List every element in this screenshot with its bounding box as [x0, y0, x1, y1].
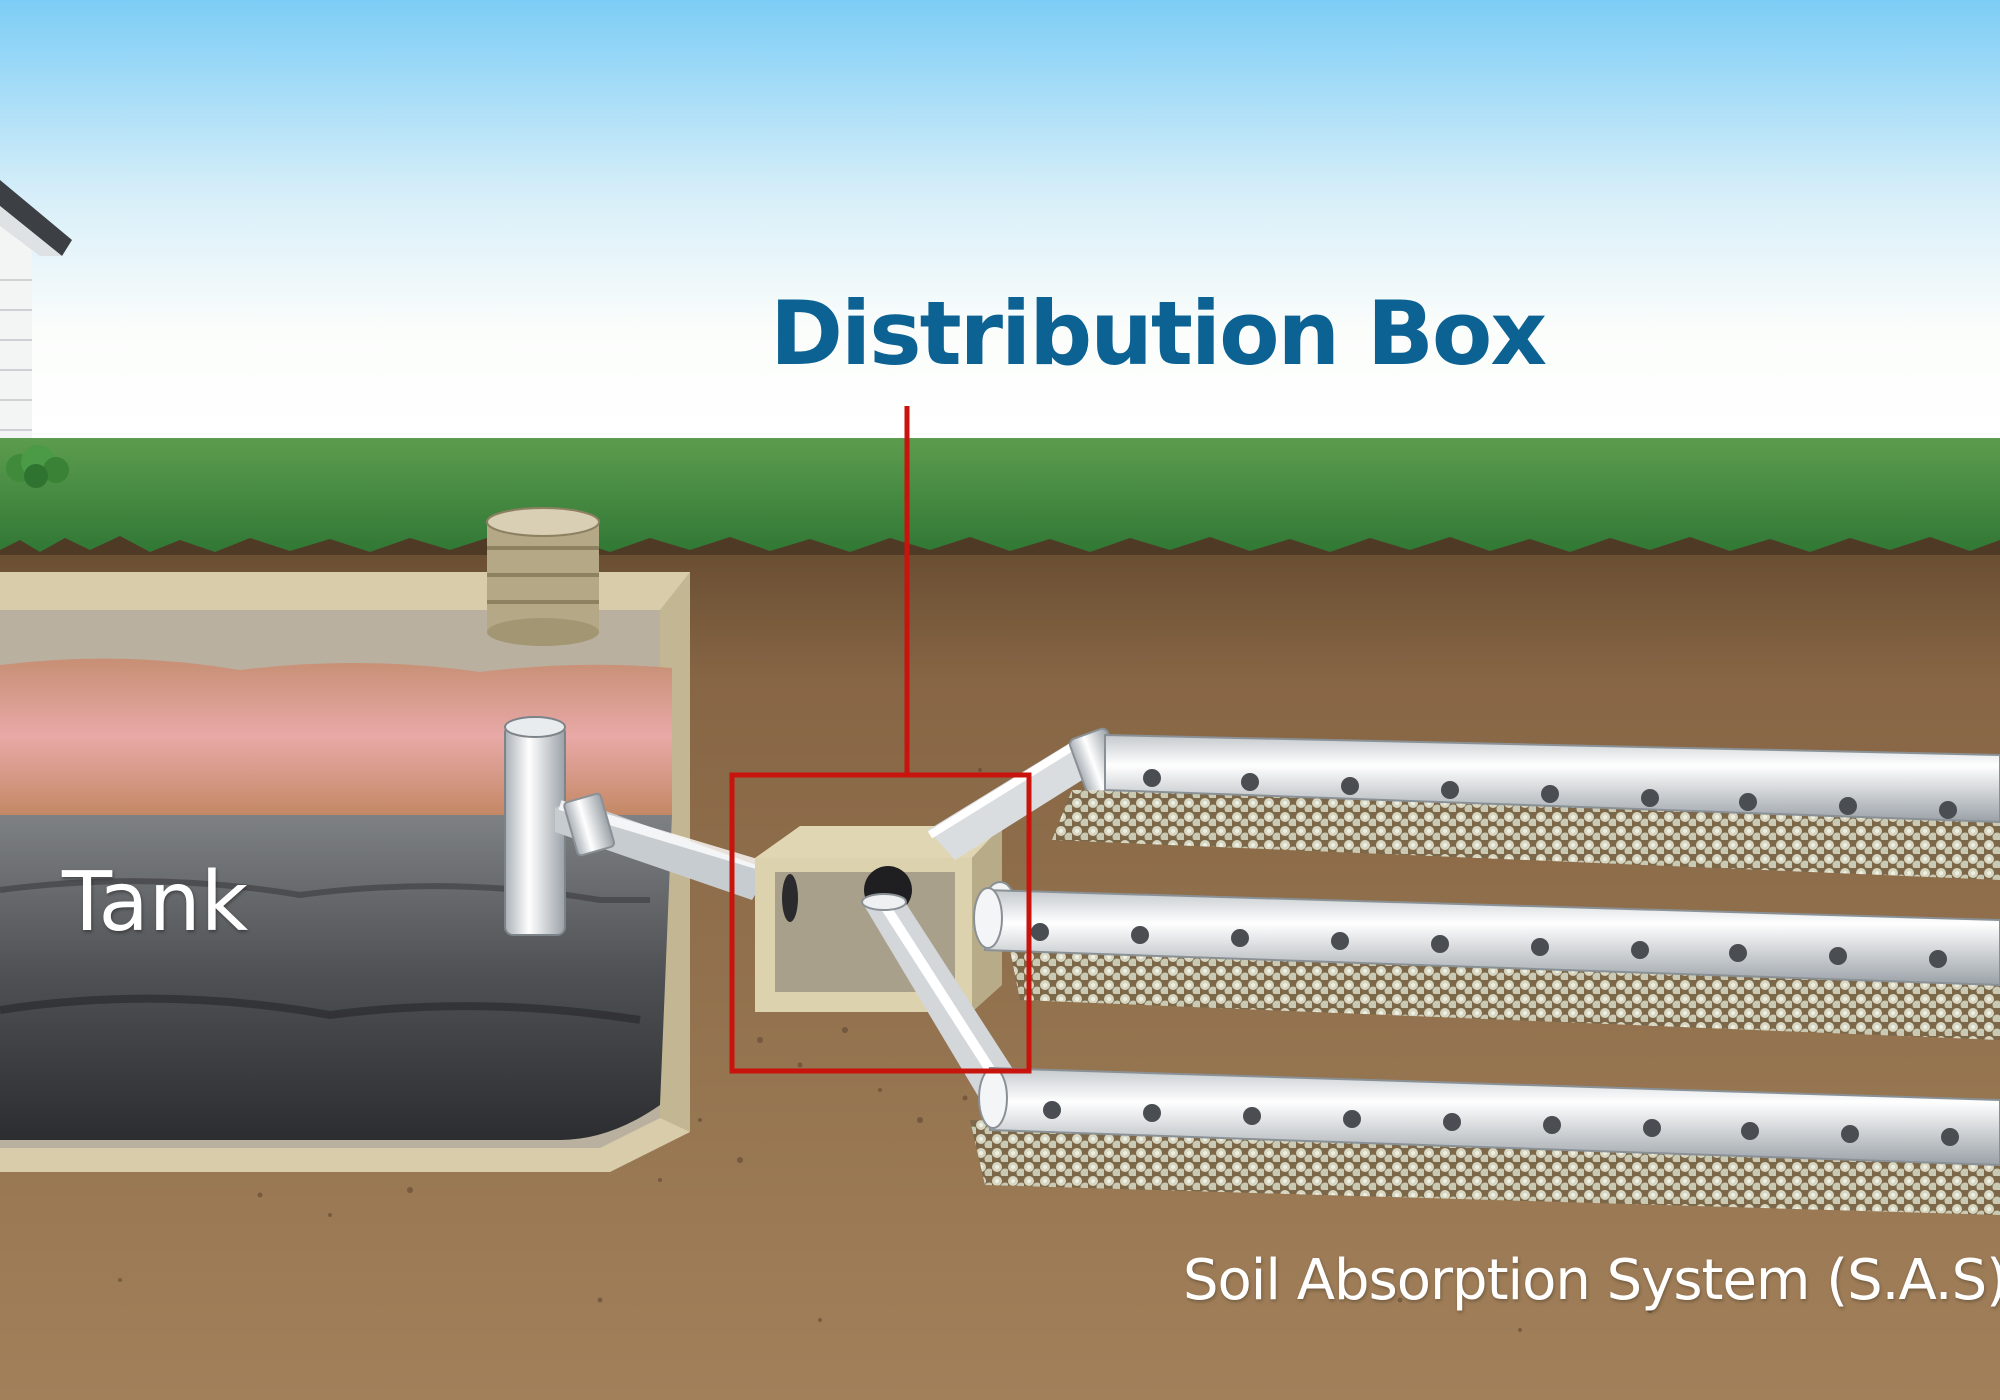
sas-label: Soil Absorption System (S.A.S) — [1183, 1248, 2000, 1313]
lawn — [0, 438, 2000, 558]
septic-tank — [0, 572, 690, 1172]
shrub-icon — [6, 445, 69, 488]
lateral-pipes — [973, 733, 2000, 1167]
house-icon — [0, 180, 72, 500]
riser-lid-icon — [486, 507, 600, 646]
callout-marker — [729, 406, 1032, 1074]
tank-label: Tank — [62, 855, 249, 950]
sky — [0, 0, 2000, 440]
diagram-title: Distribution Box — [770, 282, 1547, 385]
